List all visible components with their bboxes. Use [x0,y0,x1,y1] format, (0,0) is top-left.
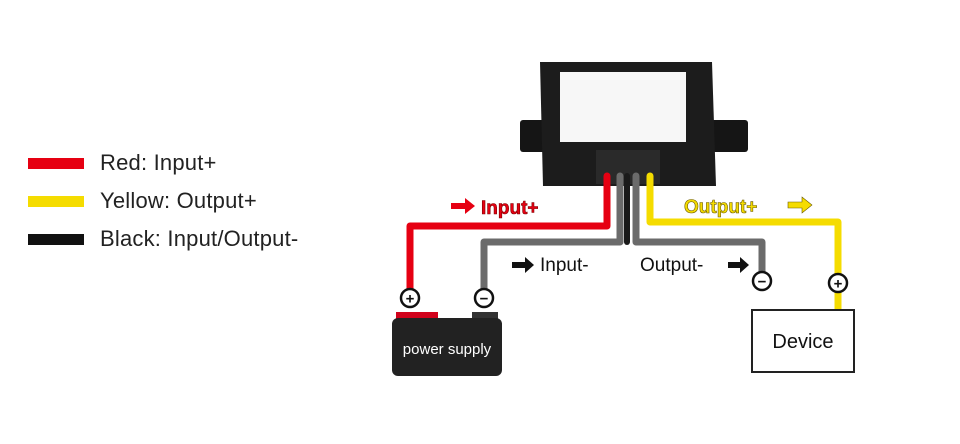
device: Device [751,309,855,373]
output-plus-annotation: Output+ [684,196,813,218]
device-label: Device [772,331,833,353]
output-minus-annotation: Output- [640,255,749,276]
plus-icon: + [406,291,415,308]
terminal-device-minus: − [751,270,773,292]
input-plus-annotation: Input+ [451,198,539,219]
terminal-battery-plus: + [399,287,421,309]
legend-label-yellow: Yellow: Output+ [100,188,257,213]
minus-icon: − [480,291,489,308]
wire-yellow-output-plus [646,172,842,286]
battery-body [392,318,502,376]
legend-label-black: Black: Input/Output- [100,226,299,251]
terminal-device-plus: + [827,272,849,294]
legend-label-red: Red: Input+ [100,150,217,175]
arrow-right-icon [787,196,813,214]
converter-module [520,62,748,186]
power-supply: power supply [392,312,502,376]
input-minus-label: Input- [540,255,589,276]
wire-grey-output-minus [632,172,766,284]
arrow-right-icon [512,257,534,273]
output-minus-label: Output- [640,255,703,276]
plus-icon: + [834,276,843,293]
minus-icon: − [758,274,767,291]
terminal-battery-minus: − [473,287,495,309]
arrow-right-icon [728,257,749,273]
legend-swatch-black [28,234,84,245]
power-supply-label: power supply [403,341,492,358]
input-minus-annotation: Input- [512,255,589,276]
wire-grey-input-minus [480,172,624,300]
legend-swatch-yellow [28,196,84,207]
wire-red-input-plus [406,172,611,300]
arrow-right-icon [451,198,475,214]
converter-label-panel [560,72,686,142]
input-plus-label: Input+ [481,198,539,219]
device-box [751,309,855,373]
legend-swatch-red [28,158,84,169]
output-plus-label: Output+ [684,197,757,218]
